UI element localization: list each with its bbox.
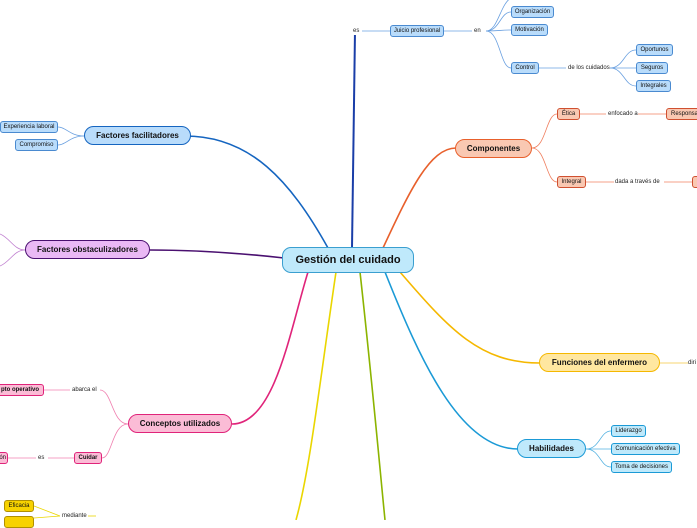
connector-dada-a-traves-de: dada a través de [615,178,660,186]
subtopic-comunicacion-efectiva[interactable]: Comunicación efectiva [611,443,680,455]
subtopic-organizacion[interactable]: Organización [511,6,554,18]
branch-obstaculizadores [149,249,285,259]
subtopic-liderazgo[interactable]: Liderazgo [611,425,646,437]
subtopic-etica[interactable]: Ética [557,108,580,120]
subtopic-control[interactable]: Control [511,62,539,74]
connector-mediante: mediante [62,512,87,520]
central-topic[interactable]: Gestión del cuidado [282,247,414,273]
subtopic-cuidar[interactable]: Cuidar [74,452,102,464]
connector-es: es [353,27,360,35]
subtopic-yellow-offscreen[interactable] [4,516,34,528]
branch-componentes [382,147,457,249]
connector-en: en [474,27,481,35]
subtopic-motivacion[interactable]: Motivación [511,24,548,36]
branch-facilitadores [184,135,329,249]
branch-conceptos [231,271,309,425]
subtopic-conceptos-offscreen[interactable]: ón [0,452,8,464]
topic-factores-obstaculizadores[interactable]: Factores obstaculizadores [25,240,150,259]
branch-juicio [351,30,356,249]
subtopic-integral[interactable]: Integral [557,176,586,188]
connector-abarca-el: abarca el [72,386,97,394]
subtopic-oportunos[interactable]: Oportunos [636,44,673,56]
subtopic-concepto-operativo[interactable]: pto operativo [0,384,44,396]
subtopic-juicio-profesional[interactable]: Juicio profesional [390,25,444,37]
connector-enfocado-a: enfocado a [608,110,638,118]
connector-dirige: diri [688,359,697,367]
topic-conceptos-utilizados[interactable]: Conceptos utilizados [128,414,232,433]
subtopic-integrales[interactable]: Integrales [636,80,671,92]
branch-funciones [399,271,541,364]
topic-habilidades[interactable]: Habilidades [517,439,586,458]
topic-funciones-enfermero[interactable]: Funciones del enfermero [539,353,660,372]
subtopic-compromiso[interactable]: Compromiso [15,139,58,151]
subtopic-componentes-offscreen[interactable] [692,176,697,188]
connector-es-cuidar: es [38,454,45,462]
branch-green-bottom [359,271,386,520]
subtopic-seguros[interactable]: Seguros [636,62,668,74]
topic-componentes[interactable]: Componentes [455,139,532,158]
branch-yellow-bottom [295,271,337,520]
connector-de-los-cuidados: de los cuidados [568,64,610,72]
subtopic-experiencia-laboral[interactable]: Experiencia laboral [0,121,58,133]
subtopic-responsabilidad[interactable]: Responsa [666,108,697,120]
topic-factores-facilitadores[interactable]: Factores facilitadores [84,126,191,145]
subtopic-eficacia[interactable]: Eficacia [4,500,34,512]
branch-habilidades [384,271,519,450]
subtopic-toma-de-decisiones[interactable]: Toma de decisiones [611,461,672,473]
